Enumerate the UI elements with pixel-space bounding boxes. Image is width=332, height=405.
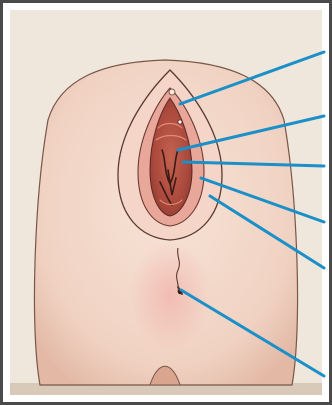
urethral-opening <box>178 120 182 124</box>
clitoris <box>169 89 175 95</box>
perineum-shading <box>130 240 210 350</box>
